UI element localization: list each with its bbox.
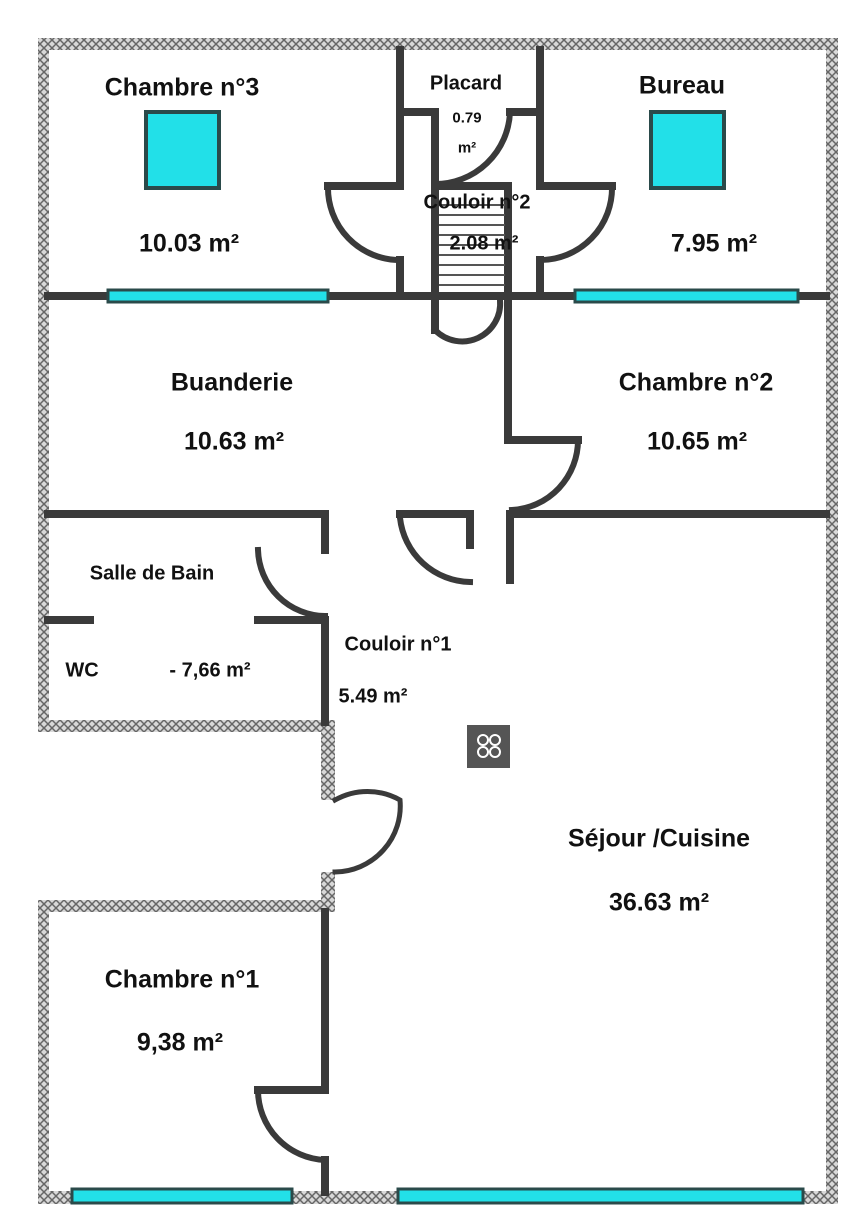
room-name-wc: WC (65, 659, 99, 682)
interior-walls (44, 46, 830, 1196)
room-name-salle-de-bain: Salle de Bain (89, 562, 215, 585)
room-name-sejour: Séjour /Cuisine (568, 824, 750, 853)
room-area-buanderie: 10.63 m² (183, 427, 285, 456)
room-area-wc: - 7,66 m² (169, 659, 251, 682)
room-area-value-placard: 0.79 (452, 109, 482, 127)
room-area-couloir1: 5.49 m² (338, 685, 408, 708)
room-area-sejour: 36.63 m² (608, 888, 710, 917)
room-name-bureau: Bureau (638, 71, 726, 100)
room-name-chambre2: Chambre n°2 (618, 368, 774, 397)
room-name-buanderie: Buanderie (170, 368, 294, 397)
room-area-chambre3: 10.03 m² (138, 229, 240, 258)
room-name-placard: Placard (429, 72, 503, 95)
staircase (439, 204, 505, 286)
room-area-chambre2: 10.65 m² (646, 427, 748, 456)
room-name-chambre3: Chambre n°3 (104, 73, 260, 102)
ventilation-fan-icon (467, 725, 510, 768)
room-name-couloir2: Couloir n°2 (423, 191, 531, 214)
room-name-chambre1: Chambre n°1 (104, 965, 260, 994)
skylight-icon (144, 110, 726, 190)
room-area-unit-placard: m² (457, 139, 477, 157)
room-area-bureau: 7.95 m² (670, 229, 758, 258)
room-area-couloir2: 2.08 m² (449, 232, 519, 255)
room-area-chambre1: 9,38 m² (136, 1028, 224, 1057)
room-name-couloir1: Couloir n°1 (344, 633, 452, 656)
windows (70, 288, 805, 1205)
